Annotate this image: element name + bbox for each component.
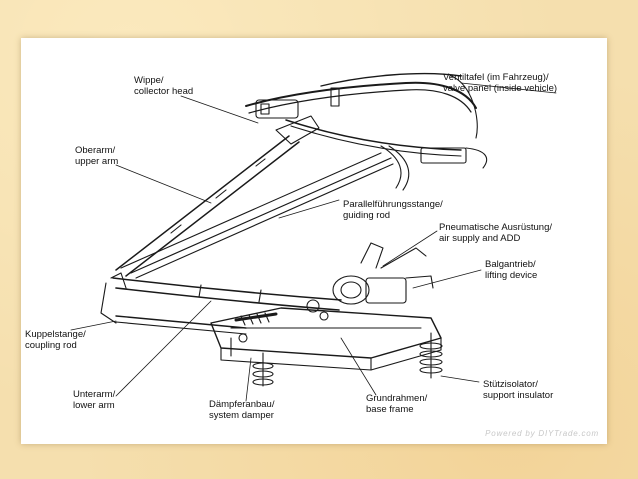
label-coupling-rod: Kuppelstange/coupling rod <box>25 329 86 351</box>
lifting-device-drawing <box>306 242 434 321</box>
base-frame-drawing <box>210 307 442 371</box>
watermark: Powered by DIYTrade.com <box>485 429 599 438</box>
upper-arm-drawing <box>115 115 320 277</box>
coupling-rod-drawing <box>100 272 247 335</box>
label-upper-arm: Oberarm/upper arm <box>75 145 119 167</box>
label-base-frame: Grundrahmen/base frame <box>366 393 428 415</box>
pantograph-drawing <box>70 72 557 402</box>
label-system-damper: Dämpferanbau/system damper <box>209 399 275 421</box>
label-support-insulator: Stützisolator/support insulator <box>483 379 554 401</box>
damper-drawing <box>234 312 278 343</box>
label-lifting-device: Balgantrieb/lifting device <box>485 259 538 281</box>
leader-lines <box>70 82 557 402</box>
collector-head-drawing <box>245 72 488 191</box>
label-air-supply: Pneumatische Ausrüstung/air supply and A… <box>439 222 553 244</box>
label-guiding-rod: Parallelführungsstange/guiding rod <box>343 199 443 221</box>
guiding-rod-drawing <box>120 152 394 279</box>
support-insulators-drawing <box>230 332 443 387</box>
label-collector-head: Wippe/collector head <box>134 75 194 97</box>
diagram-panel: Wippe/collector head Ventiltafel (im Fah… <box>21 38 607 444</box>
lower-arm-drawing <box>112 277 342 311</box>
label-valve-panel: Ventiltafel (im Fahrzeug)/valve panel (i… <box>443 72 558 94</box>
label-lower-arm: Unterarm/lower arm <box>73 389 116 411</box>
